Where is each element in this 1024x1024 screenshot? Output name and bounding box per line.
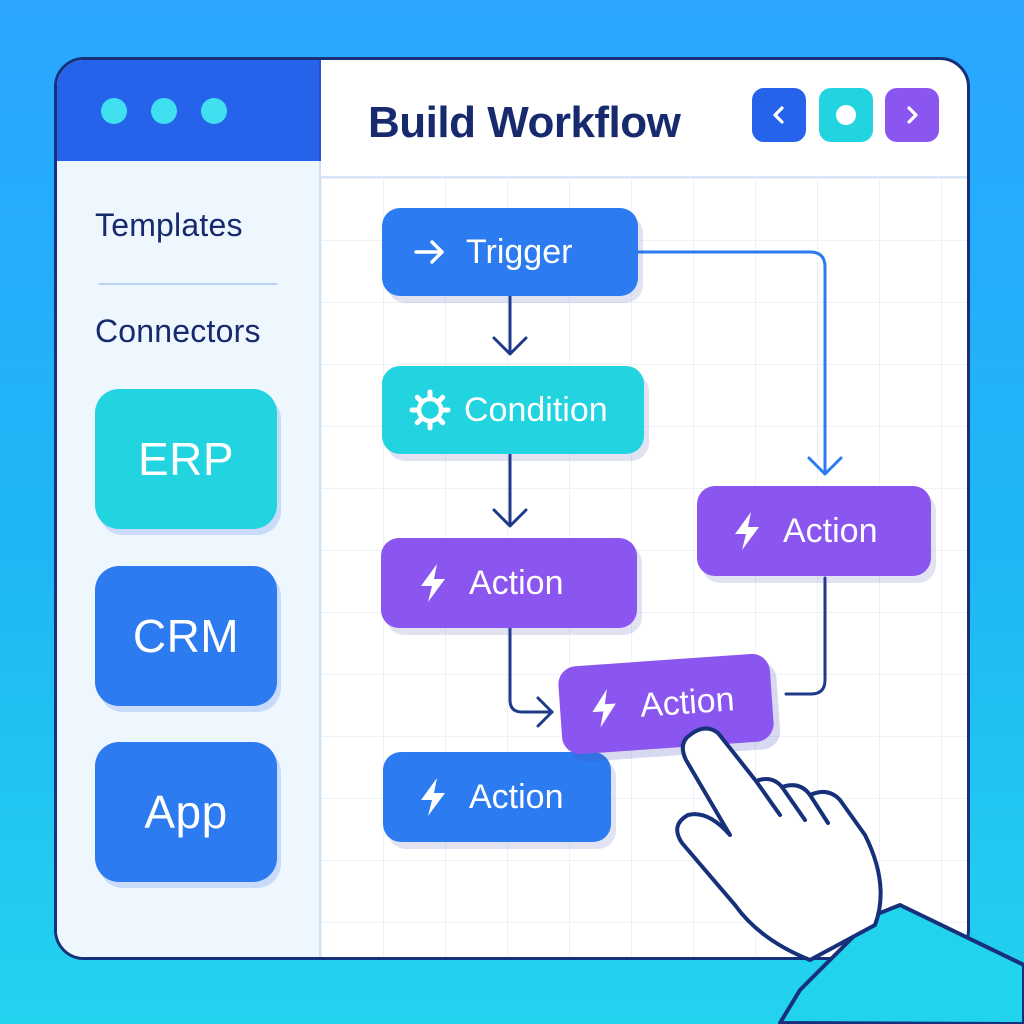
node-action-bottom[interactable]: Action: [383, 752, 611, 842]
node-trigger-label: Trigger: [466, 232, 573, 271]
connector-erp[interactable]: ERP: [95, 389, 277, 529]
node-action-dragged[interactable]: Action: [557, 652, 775, 756]
connector-app[interactable]: App: [95, 742, 277, 882]
page-title: Build Workflow: [368, 98, 681, 147]
connector-crm[interactable]: CRM: [95, 566, 277, 706]
window-dot-3[interactable]: [201, 98, 227, 124]
window-dot-2[interactable]: [151, 98, 177, 124]
lightning-icon: [413, 561, 453, 605]
node-action-1[interactable]: Action: [381, 538, 637, 628]
connectors-heading: Connectors: [95, 313, 261, 349]
connector-crm-label: CRM: [132, 610, 240, 662]
lightning-icon: [413, 775, 453, 819]
arrow-right-icon: [410, 232, 450, 272]
forward-button[interactable]: [885, 88, 939, 142]
window-dot-1[interactable]: [101, 98, 127, 124]
chevron-right-icon: [907, 106, 918, 124]
node-action-right[interactable]: Action: [697, 486, 931, 576]
lightning-icon: [727, 509, 767, 553]
templates-link[interactable]: Templates: [95, 207, 243, 243]
node-action-bottom-label: Action: [469, 777, 564, 816]
header-divider: [321, 176, 967, 178]
connector-app-label: App: [144, 786, 228, 838]
circle-icon: [836, 105, 856, 125]
node-action-1-label: Action: [469, 563, 564, 602]
node-condition-label: Condition: [464, 390, 608, 429]
chevron-left-icon: [773, 106, 784, 124]
lightning-icon: [583, 685, 626, 732]
sidebar-divider: [99, 283, 277, 285]
record-button[interactable]: [819, 88, 873, 142]
titlebar-divider: [319, 60, 321, 161]
window-titlebar: [57, 60, 321, 161]
connector-erp-label: ERP: [137, 433, 235, 485]
node-action-right-label: Action: [783, 511, 878, 550]
sidebar: Templates Connectors ERP CRM App: [57, 161, 321, 957]
node-condition[interactable]: Condition: [382, 366, 644, 454]
back-button[interactable]: [752, 88, 806, 142]
node-trigger[interactable]: Trigger: [382, 208, 638, 296]
gear-icon: [408, 388, 452, 432]
node-action-dragged-label: Action: [638, 679, 736, 725]
